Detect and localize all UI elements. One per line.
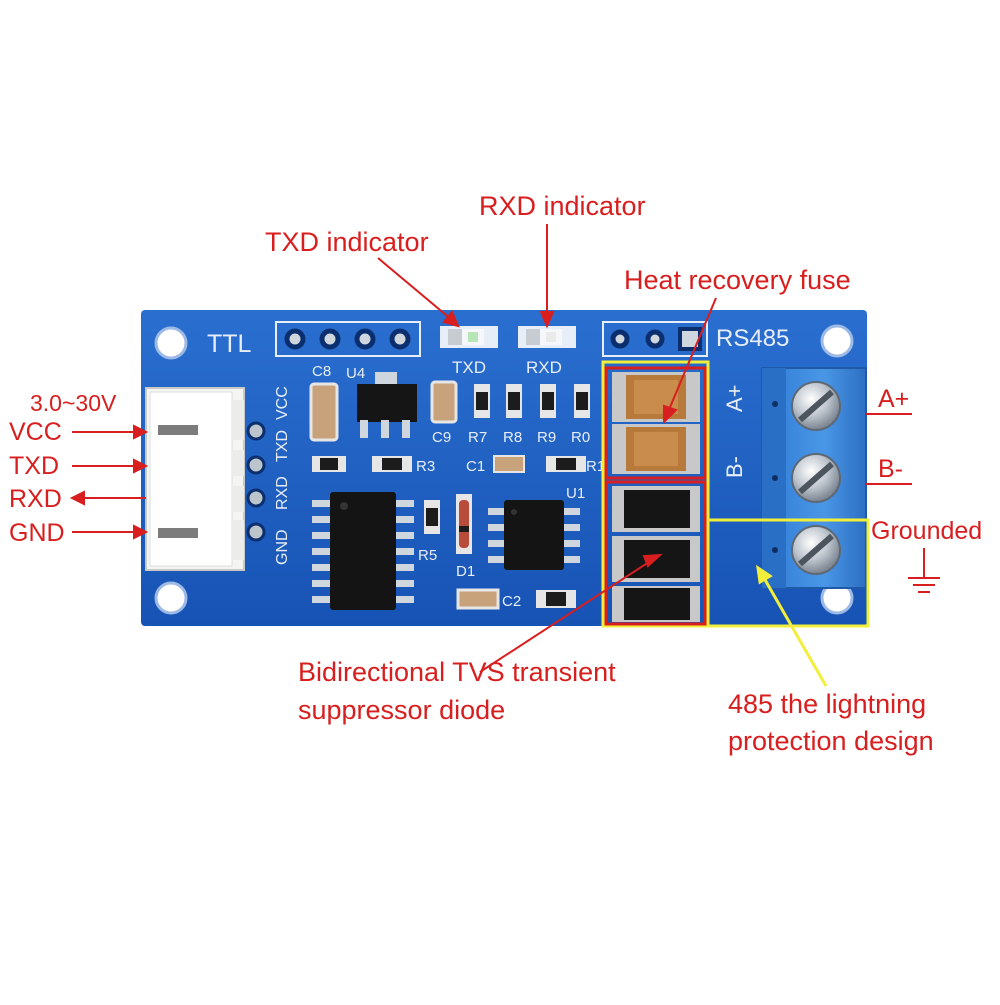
tvs-arrow	[479, 559, 653, 673]
ttl-header-pads	[275, 321, 421, 357]
resistor-r7	[474, 384, 490, 418]
u1-silk: U1	[566, 485, 585, 502]
terminal-screw-b	[791, 453, 841, 503]
r5-silk: R5	[418, 547, 437, 564]
rs485-header-pads	[602, 321, 708, 357]
rxd-indicator-label: RXD indicator	[479, 191, 646, 221]
driver-ic	[312, 492, 414, 610]
connector-pin-joints	[246, 421, 266, 542]
fuse-1	[612, 372, 700, 422]
u4-silk: U4	[346, 365, 365, 382]
connector-gnd-silk: GND	[274, 529, 291, 565]
d1-silk: D1	[456, 563, 475, 580]
resistor-r8	[506, 384, 522, 418]
lightning-arrow	[762, 577, 828, 687]
tvs-label-line2: suppressor diode	[298, 695, 506, 725]
capacitor-c9	[430, 380, 458, 424]
connector-vcc-silk: VCC	[274, 386, 291, 420]
rxd-silk-label: RXD	[526, 358, 562, 377]
b-minus-label: B-	[878, 455, 903, 483]
rxd-led	[518, 326, 576, 348]
rs485-silk-label: RS485	[716, 325, 789, 352]
txd-pin-label: TXD	[9, 452, 59, 480]
c1-silk: C1	[466, 458, 485, 475]
gnd-pin-label: GND	[9, 519, 65, 547]
terminal-screw-a	[791, 381, 841, 431]
a-plus-label: A+	[878, 385, 910, 413]
fuse-2	[612, 424, 700, 474]
r3-silk: R3	[416, 458, 435, 475]
grounded-label: Grounded	[871, 517, 983, 545]
heat-fuse-label: Heat recovery fuse	[624, 265, 851, 295]
r0-silk: R0	[571, 429, 590, 446]
resistor-row	[312, 455, 586, 473]
connector-txd-silk: TXD	[274, 430, 291, 462]
mounting-hole	[820, 324, 854, 358]
r7-silk: R7	[468, 429, 487, 446]
c2-silk: C2	[502, 593, 521, 610]
lightning-protection-box-ext	[706, 518, 870, 628]
b-minus-silk: B-	[722, 456, 747, 478]
regulator-u4	[357, 372, 417, 438]
lightning-protection-box	[601, 360, 710, 628]
ttl-silk-label: TTL	[207, 330, 252, 358]
r1-silk: R1	[586, 458, 605, 475]
capacitor-c8	[309, 382, 339, 442]
mounting-hole	[154, 326, 188, 360]
c9-silk: C9	[432, 429, 451, 446]
rxd-pin-label: RXD	[9, 485, 62, 513]
terminal-screw-gnd	[791, 525, 841, 575]
tvs-diode-1	[612, 486, 700, 532]
tvs-label-line1: Bidirectional TVS transient	[298, 657, 616, 687]
tvs-diode-3	[612, 586, 700, 622]
heat-fuse-arrow	[667, 297, 717, 413]
fuse-highlight-box	[604, 366, 707, 480]
bottom-caps	[456, 588, 576, 610]
voltage-range-label: 3.0~30V	[30, 390, 117, 416]
lightning-label-line2: protection design	[728, 726, 934, 756]
a-plus-silk: A+	[722, 384, 747, 412]
txd-led	[440, 326, 498, 348]
connector-rxd-silk: RXD	[274, 476, 291, 510]
txd-silk-label: TXD	[452, 358, 486, 377]
ttl-jst-connector	[145, 387, 245, 571]
transceiver-ic	[488, 500, 580, 570]
r9-silk: R9	[537, 429, 556, 446]
c8-silk: C8	[312, 363, 331, 380]
diode-d1	[456, 494, 472, 554]
resistor-r0	[574, 384, 590, 418]
vcc-pin-label: VCC	[9, 418, 62, 446]
ground-symbol	[908, 548, 940, 593]
resistor-r9	[540, 384, 556, 418]
txd-indicator-arrow	[377, 257, 453, 321]
txd-indicator-label: TXD indicator	[265, 227, 429, 257]
mounting-hole	[154, 581, 188, 615]
lightning-label-line1: 485 the lightning	[728, 689, 927, 719]
resistor-r5	[424, 500, 440, 534]
r8-silk: R8	[503, 429, 522, 446]
tvs-highlight-box	[604, 480, 707, 626]
